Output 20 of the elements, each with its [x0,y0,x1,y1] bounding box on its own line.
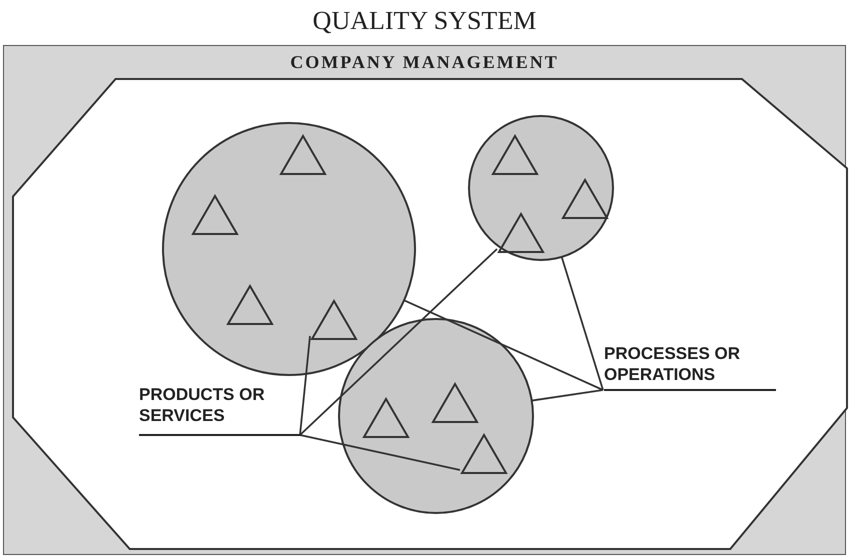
triangle-symbol [433,384,477,422]
triangle-symbol [228,286,272,324]
leader-line [560,256,604,390]
leader-line [299,248,498,436]
diagram-title: QUALITY SYSTEM [312,6,538,36]
triangle-symbol [364,399,408,437]
callout-label: PRODUCTS OR SERVICES [139,384,301,436]
callout-label: PROCESSES OR OPERATIONS [604,343,776,391]
group-title: COMPANY MANAGEMENT [289,52,560,73]
leader-line [300,434,460,471]
triangle-symbol [563,180,607,218]
triangle-symbol [193,196,237,234]
triangle-symbol [493,136,537,174]
triangle-symbol [281,136,325,174]
leader-line [299,336,311,436]
leader-line [532,389,604,402]
triangle-symbol [499,214,543,252]
triangle-symbol [312,301,356,339]
leader-line [403,299,604,391]
triangle-symbol [462,435,506,473]
